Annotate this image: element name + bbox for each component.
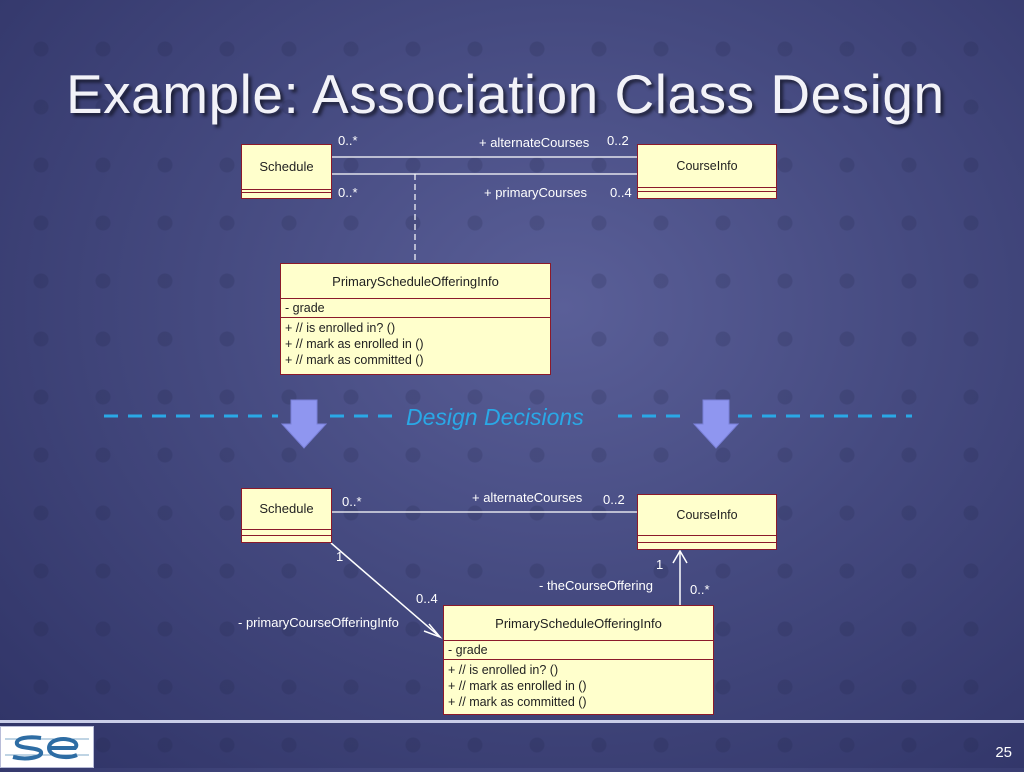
operation: + // is enrolled in? () xyxy=(285,321,396,335)
mult-label: 0..* xyxy=(338,185,358,200)
courseinfo-class-top[interactable]: CourseInfo xyxy=(637,144,777,199)
attribute: - grade xyxy=(281,298,550,317)
role-label: + alternateCourses xyxy=(479,135,590,150)
design-decisions-label: Design Decisions xyxy=(406,404,584,430)
arrowhead-icon xyxy=(423,623,443,639)
mult-label: 1 xyxy=(656,557,664,572)
offering-class-box[interactable]: PrimaryScheduleOfferingInfo - grade + //… xyxy=(443,605,714,715)
courseinfo-class-bottom[interactable]: CourseInfo xyxy=(637,494,777,550)
mult-label: 0..2 xyxy=(603,492,625,507)
attribute: - grade xyxy=(444,640,713,659)
class-name: CourseInfo xyxy=(676,159,738,173)
page-number: 25 xyxy=(995,744,1012,761)
se-logo xyxy=(0,726,94,768)
footer-divider xyxy=(0,720,1024,723)
class-name: Schedule xyxy=(259,501,314,516)
primary-offering-association xyxy=(330,542,441,638)
mult-label: 0..* xyxy=(690,582,710,597)
class-name: PrimaryScheduleOfferingInfo xyxy=(332,274,499,289)
slide-title: Example: Association Class Design xyxy=(66,63,945,125)
mult-label: 0..4 xyxy=(416,591,438,606)
association-class-box[interactable]: PrimaryScheduleOfferingInfo - grade + //… xyxy=(280,263,551,375)
se-logo-icon xyxy=(5,735,89,761)
class-name: Schedule xyxy=(259,159,314,174)
role-label: + alternateCourses xyxy=(472,490,583,505)
mult-label: 0..4 xyxy=(610,185,632,200)
operation: + // mark as committed () xyxy=(448,695,587,709)
mult-label: 0..2 xyxy=(607,133,629,148)
schedule-class-bottom[interactable]: Schedule xyxy=(241,488,332,543)
mult-label: 0..* xyxy=(342,494,362,509)
mult-label: 0..* xyxy=(338,133,358,148)
operation: + // mark as enrolled in () xyxy=(285,337,424,351)
operation: + // is enrolled in? () xyxy=(448,663,559,677)
class-name: PrimaryScheduleOfferingInfo xyxy=(495,616,662,631)
operations: + // is enrolled in? () + // mark as enr… xyxy=(444,659,713,711)
operation: + // mark as committed () xyxy=(285,353,424,367)
mult-label: 1 xyxy=(336,549,344,564)
operation: + // mark as enrolled in () xyxy=(448,679,587,693)
operations: + // is enrolled in? () + // mark as enr… xyxy=(281,317,550,369)
schedule-class-top[interactable]: Schedule xyxy=(241,144,332,199)
role-label: - primaryCourseOfferingInfo xyxy=(238,615,399,630)
down-arrow-icon xyxy=(280,399,328,449)
class-name: CourseInfo xyxy=(676,508,738,522)
role-label: + primaryCourses xyxy=(484,185,587,200)
down-arrow-icon xyxy=(692,399,740,449)
role-label: - theCourseOffering xyxy=(539,578,653,593)
arrowhead-icon xyxy=(672,549,688,564)
